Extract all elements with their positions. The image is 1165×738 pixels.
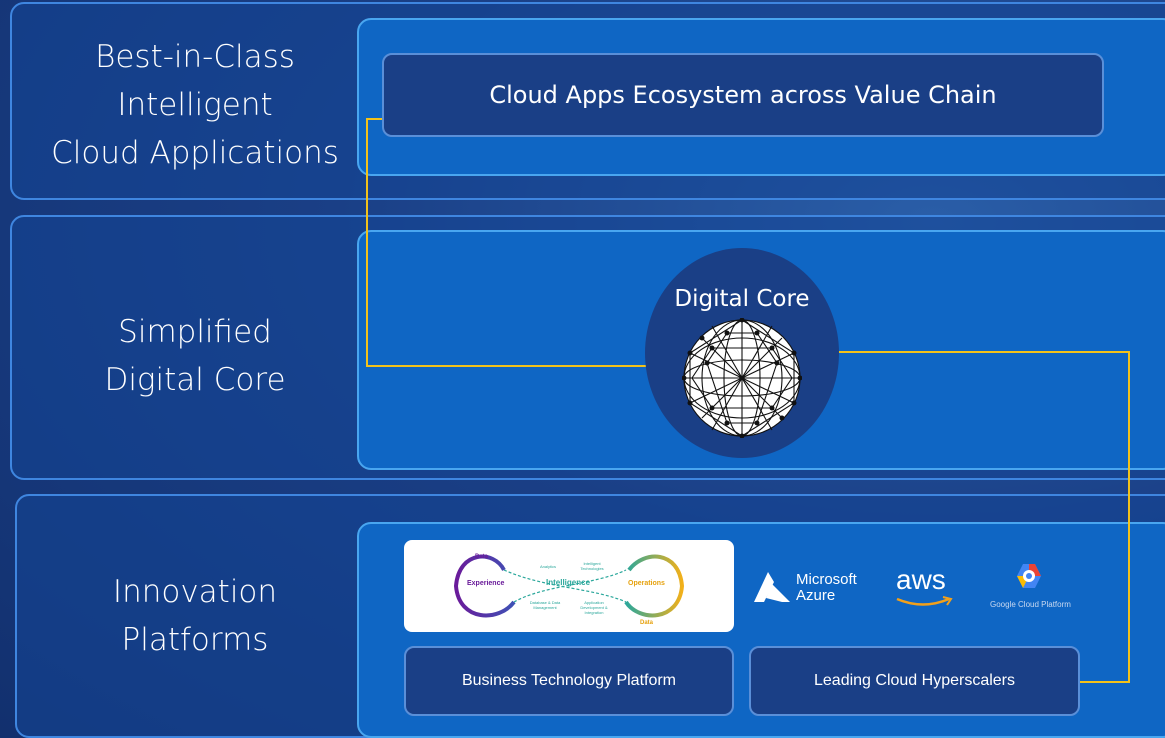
business-technology-platform-button[interactable]: Business Technology Platform: [404, 646, 734, 716]
azure-logo-text: Microsoft Azure: [796, 572, 857, 604]
diagram-top-label: Data: [475, 554, 489, 560]
connector-right-vertical: [1128, 351, 1130, 683]
label-line: Platforms: [121, 622, 269, 658]
diagram-database: Database & Data Management: [529, 600, 561, 610]
diagram-analytics: Analytics: [540, 564, 557, 569]
google-cloud-logo-text: Google Cloud Platform: [990, 600, 1071, 609]
row-label-digital-core: Simplified Digital Core: [40, 308, 350, 404]
cloud-apps-box[interactable]: Cloud Apps Ecosystem across Value Chain: [382, 53, 1104, 137]
digital-core-title: Digital Core: [674, 286, 810, 312]
aws-smile-icon: [896, 596, 953, 606]
platform-diagram-card: [404, 540, 734, 632]
row-label-innovation-platforms: Innovation Platforms: [40, 568, 350, 664]
leading-cloud-hyperscalers-button[interactable]: Leading Cloud Hyperscalers: [749, 646, 1080, 716]
diagram-app-dev: Application Development & Integration: [580, 600, 608, 615]
label-line: Simplified: [118, 314, 272, 350]
row-label-cloud-applications: Best-in-Class Intelligent Cloud Applicat…: [40, 33, 350, 177]
connector-left-bottom: [366, 365, 646, 367]
aws-logo-text: aws: [896, 564, 946, 595]
cloud-apps-label: Cloud Apps Ecosystem across Value Chain: [489, 81, 997, 109]
google-cloud-hexagon-icon: [1017, 564, 1041, 588]
label-line: Digital Core: [104, 362, 286, 398]
label-line: Innovation: [112, 574, 278, 610]
btp-label: Business Technology Platform: [461, 672, 677, 689]
connector-right-top: [838, 351, 1130, 353]
label-line: Best-in-Class: [95, 39, 295, 75]
connector-right-bottom: [1080, 681, 1130, 683]
connector-left-top: [366, 118, 382, 120]
diagram-operations: Operations: [628, 580, 665, 587]
hyperscalers-label: Leading Cloud Hyperscalers: [814, 672, 1015, 689]
azure-line: Azure: [796, 587, 836, 604]
diagram-intelligent-tech: Intelligent Technologies: [580, 561, 604, 571]
label-line: Intelligent: [117, 87, 273, 123]
diagram-intelligence: Intelligence: [546, 578, 591, 587]
label-line: Cloud Applications: [51, 135, 339, 171]
diagram-experience: Experience: [467, 580, 505, 587]
azure-logo-icon: [754, 572, 790, 602]
azure-line: Microsoft: [796, 571, 857, 588]
platform-diagram: [453, 554, 685, 618]
connector-left-vertical: [366, 118, 368, 366]
diagram-bottom-label: Data: [640, 620, 654, 626]
network-globe-icon: [682, 318, 802, 438]
